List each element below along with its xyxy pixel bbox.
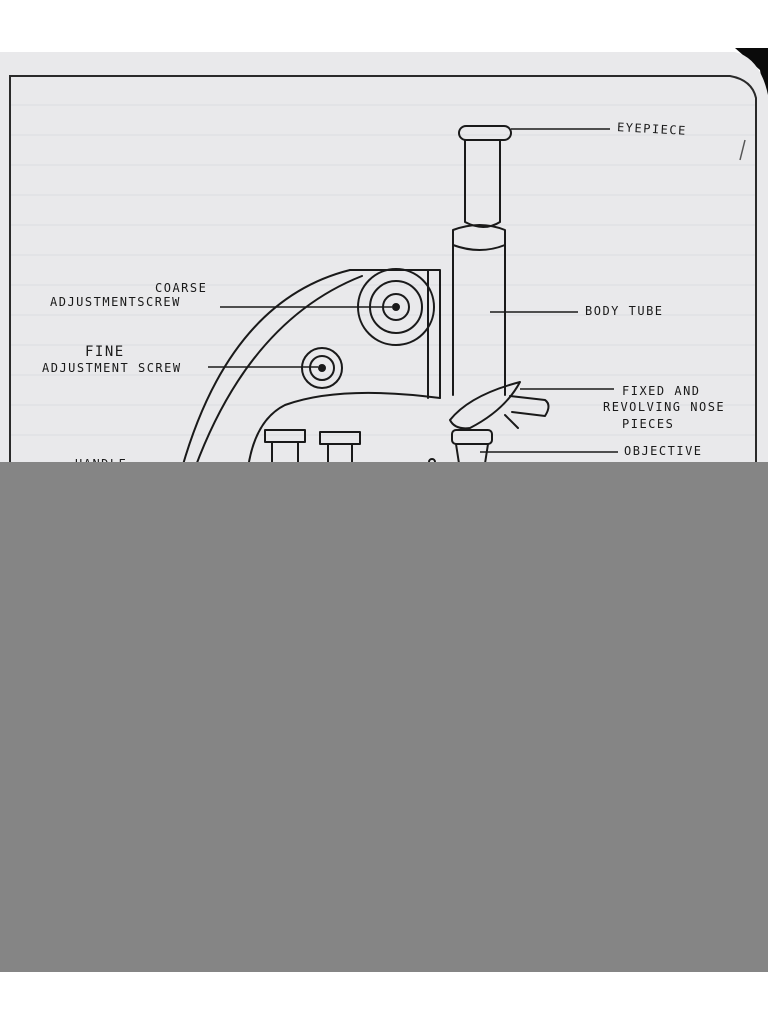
label-nose-line2: REVOLVING NOSE [603, 400, 726, 414]
label-fine-line2: ADJUSTMENT SCREW [42, 361, 182, 375]
label-coarse-line2: ADJUSTMENTSCREW [50, 295, 181, 309]
fine-screw [301, 347, 343, 389]
arm-curve-inner [194, 275, 363, 469]
stage-clip-right [319, 431, 361, 445]
body-tube [452, 244, 506, 396]
label-objective: OBJECTIVE [624, 444, 703, 458]
corner-mark [739, 139, 746, 161]
page-border [9, 75, 757, 470]
objective-lens [451, 429, 493, 445]
nose-piece [449, 381, 521, 430]
ruled-lines [10, 104, 755, 436]
label-body-tube: BODY TUBE [585, 304, 664, 318]
microscope-drawing [181, 125, 550, 471]
label-fine-line1: FINE [85, 344, 125, 360]
arm-curve-outer [181, 269, 351, 469]
arm-outer [349, 269, 441, 399]
paper-sheet [0, 52, 768, 472]
label-nose-line3: PIECES [622, 417, 675, 431]
gray-cover-block [0, 462, 768, 972]
label-nose-line1: FIXED AND [622, 384, 701, 398]
dark-corner [735, 48, 768, 120]
eyepiece-cap [458, 125, 512, 141]
stage-arm [247, 391, 441, 469]
leader-lines [208, 128, 618, 453]
eyepiece-tube [464, 139, 501, 228]
label-coarse-line1: COARSE [155, 281, 208, 295]
stage-clip-left [264, 429, 306, 443]
